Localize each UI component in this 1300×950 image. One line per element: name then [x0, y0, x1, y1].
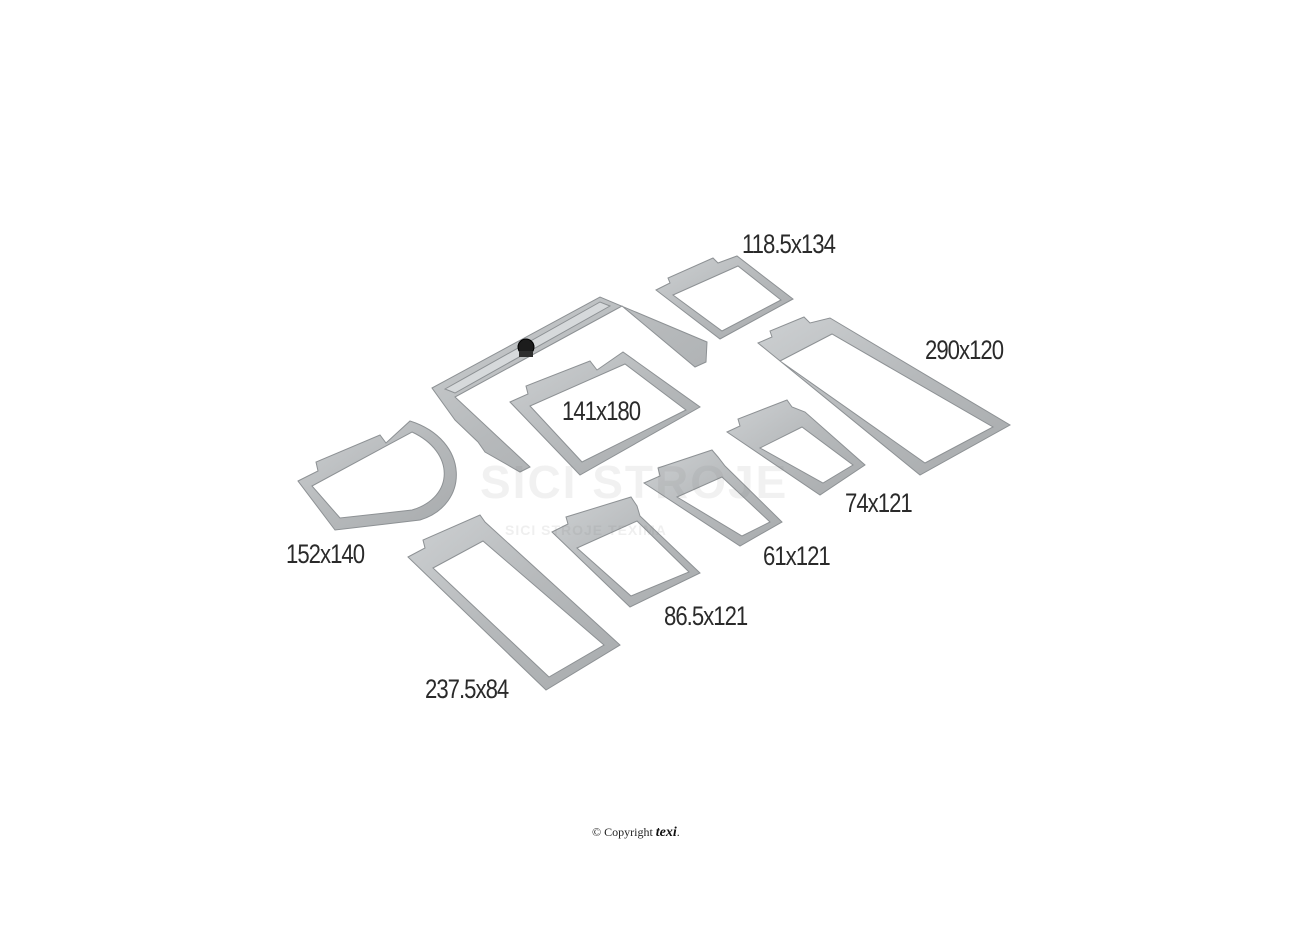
frame-141x180 [509, 351, 701, 476]
logo-dot: . [676, 825, 680, 839]
size-label-237-5x84: 237.5x84 [425, 674, 509, 704]
frame-152x140 [297, 420, 457, 531]
frame-118-5x134 [655, 255, 794, 340]
size-label-141x180: 141x180 [562, 396, 641, 426]
mounting-bracket [431, 296, 708, 473]
size-label-290x120: 290x120 [925, 335, 1004, 365]
texi-logo: texi [655, 825, 677, 840]
size-label-118-5x134: 118.5x134 [742, 229, 836, 259]
size-label-152x140: 152x140 [286, 539, 365, 569]
frame-61x121 [642, 449, 783, 547]
frame-86-5x121 [551, 496, 701, 608]
copyright-footer: © Copyright texi. [592, 825, 680, 841]
knob-base [519, 351, 533, 357]
size-label-86-5x121: 86.5x121 [664, 601, 748, 631]
watermark-subtext: SICI STROJE TEXIMA [505, 522, 667, 538]
watermark-text: SICI STROJE [480, 456, 789, 508]
hoop-frames [297, 255, 1012, 691]
copyright-text: © Copyright [592, 825, 653, 839]
size-label-74x121: 74x121 [845, 488, 913, 518]
frame-237-5x84 [407, 514, 621, 691]
frame-74x121 [725, 399, 866, 496]
size-label-61x121: 61x121 [763, 541, 831, 571]
frame-290x120 [757, 316, 1012, 476]
